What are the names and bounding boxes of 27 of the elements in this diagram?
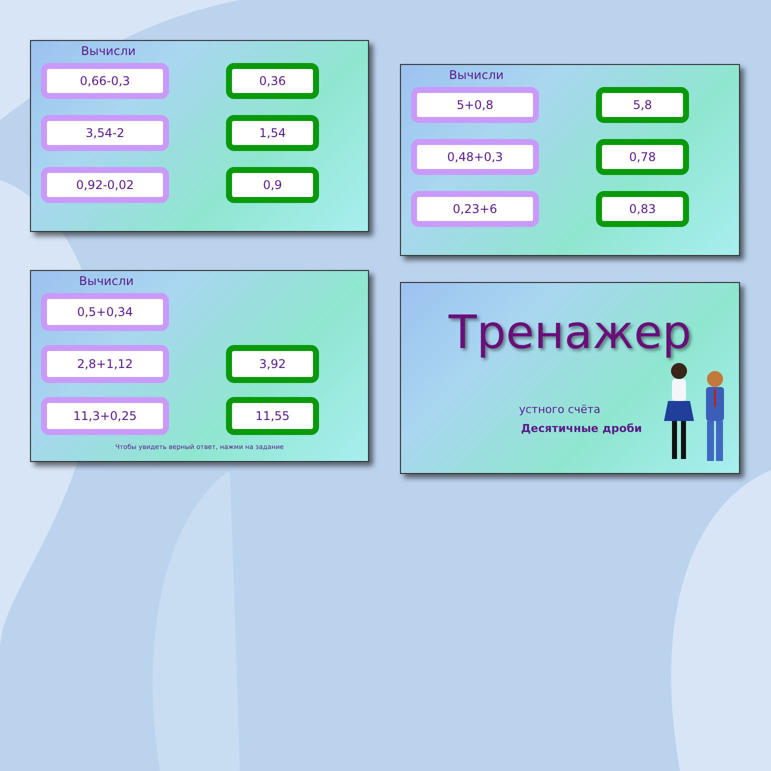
slide-heading: Вычисли — [81, 44, 136, 58]
answer-card: 0,36 — [226, 63, 319, 99]
topic-text: Десятичные дроби — [521, 422, 642, 435]
task-card: 0,48+0,3 — [411, 139, 539, 175]
task-card: 5+0,8 — [411, 87, 539, 123]
answer-card: 11,55 — [226, 397, 319, 435]
answer-card: 5,8 — [596, 87, 689, 123]
answer-card: 0,78 — [596, 139, 689, 175]
answer-card: 0,9 — [226, 167, 319, 203]
answer-card: 0,83 — [596, 191, 689, 227]
task-card: 0,92-0,02 — [41, 167, 169, 203]
slide-heading: Вычисли — [449, 68, 504, 82]
task-card: 11,3+0,25 — [41, 397, 169, 435]
title-text: Тренажер — [448, 305, 692, 359]
task-card: 0,5+0,34 — [41, 293, 169, 331]
slide-heading: Вычисли — [79, 274, 134, 288]
answer-card: 3,92 — [226, 345, 319, 383]
task-card: 2,8+1,12 — [41, 345, 169, 383]
slide-card — [400, 282, 740, 474]
task-card: 3,54-2 — [41, 115, 169, 151]
answer-card: 1,54 — [226, 115, 319, 151]
subtitle-text: устного счёта — [519, 403, 600, 416]
slide-card — [400, 64, 740, 256]
slide-card — [30, 40, 369, 232]
task-card: 0,66-0,3 — [41, 63, 169, 99]
slide-card — [30, 270, 369, 462]
task-card: 0,23+6 — [411, 191, 539, 227]
